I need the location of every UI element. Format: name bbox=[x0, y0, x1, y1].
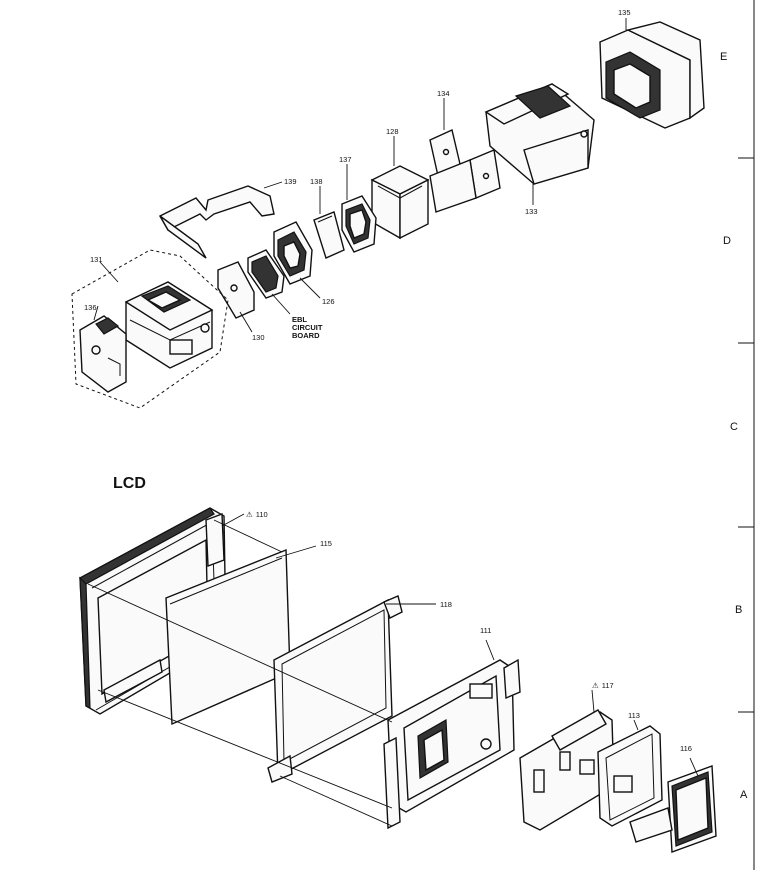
label-136: 136 bbox=[84, 303, 97, 312]
label-138: 138 bbox=[310, 177, 323, 186]
label-118: 118 bbox=[440, 600, 452, 609]
part-135-eyecup: 135 bbox=[599, 8, 705, 129]
ebl-label-line3: BOARD bbox=[292, 331, 320, 340]
label-116: 116 bbox=[680, 744, 692, 753]
part-131-assembly: 131 bbox=[71, 249, 229, 409]
label-126: 126 bbox=[322, 297, 335, 306]
label-110: ⚠110 bbox=[246, 510, 268, 519]
safety-mark-117: ⚠ bbox=[592, 681, 599, 690]
label-113: 113 bbox=[628, 711, 640, 720]
zone-letter-a: A bbox=[740, 789, 748, 801]
part-113-lcd-bracket: 113 bbox=[597, 711, 663, 827]
safety-mark-110: ⚠ bbox=[246, 510, 253, 519]
label-128: 128 bbox=[386, 127, 399, 136]
part-134-bracket: 134 bbox=[429, 89, 501, 213]
label-137: 137 bbox=[339, 155, 352, 164]
label-130: 130 bbox=[252, 333, 265, 342]
part-115-light-guide: 115 bbox=[165, 539, 332, 726]
label-133: 133 bbox=[525, 207, 538, 216]
label-134: 134 bbox=[437, 89, 450, 98]
part-130-plate: 130 bbox=[217, 261, 265, 342]
zone-letter-b: B bbox=[735, 604, 742, 616]
part-111-chassis: 111 bbox=[383, 626, 521, 830]
alignment-lines bbox=[87, 519, 393, 827]
part-133-viewfinder-cover: 133 bbox=[484, 83, 595, 216]
zone-letter-d: D bbox=[723, 235, 731, 247]
part-128-box: 128 bbox=[370, 127, 430, 240]
label-111: 111 bbox=[480, 626, 491, 635]
part-139-flex-cable: 139 bbox=[159, 177, 297, 259]
part-137-frame: 137 bbox=[339, 155, 377, 253]
label-135: 135 bbox=[618, 8, 631, 17]
part-ebl-circuit-board: EBL CIRCUIT BOARD bbox=[247, 249, 323, 340]
ebl-label-line1: EBL bbox=[292, 315, 307, 324]
ebl-label-line2: CIRCUIT bbox=[292, 323, 323, 332]
part-126-holder: 126 bbox=[273, 221, 335, 306]
part-136-small-bracket: 136 bbox=[79, 303, 127, 393]
label-139: 139 bbox=[284, 177, 297, 186]
zone-letter-c: C bbox=[730, 421, 738, 433]
label-115: 115 bbox=[320, 539, 332, 548]
section-title-lcd: LCD bbox=[113, 475, 146, 492]
label-117-number: 117 bbox=[602, 681, 614, 690]
label-131: 131 bbox=[90, 255, 103, 264]
zone-letter-e: E bbox=[720, 51, 727, 63]
label-117: ⚠117 bbox=[592, 681, 614, 690]
part-138-lens-plate: 138 bbox=[310, 177, 345, 259]
label-110-number: 110 bbox=[256, 510, 268, 519]
zone-ruler: E D C B A bbox=[720, 0, 755, 870]
part-118-lcd-frame: 118 bbox=[267, 595, 452, 783]
part-116-lcd-module: 116 bbox=[629, 744, 717, 853]
